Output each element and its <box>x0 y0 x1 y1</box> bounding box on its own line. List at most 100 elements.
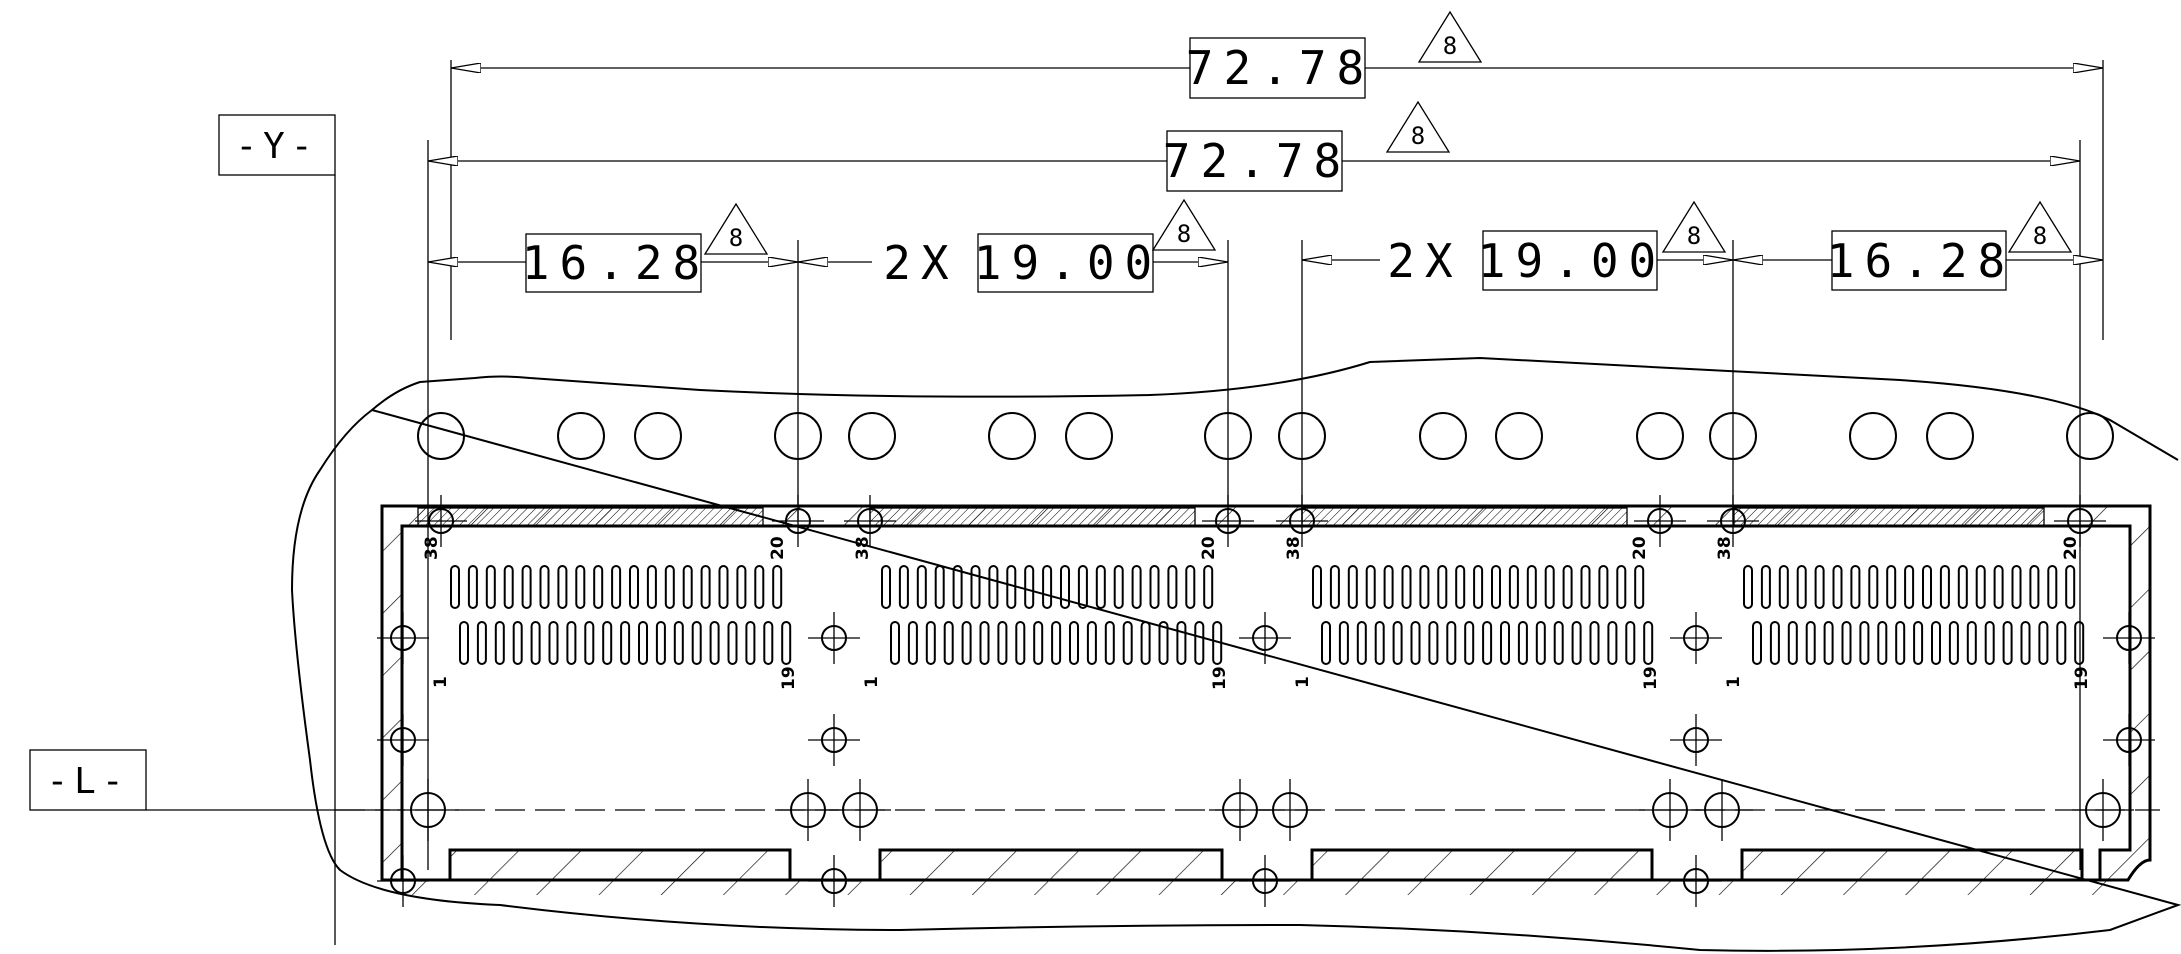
pin-slot <box>1060 565 1070 609</box>
pin-slot <box>1832 565 1843 609</box>
svg-text:8: 8 <box>1687 222 1701 250</box>
pin-slot <box>1113 565 1124 609</box>
pin-slot <box>1392 621 1403 665</box>
pin-slot <box>1428 621 1439 665</box>
pin-slot <box>467 565 478 609</box>
alignment-hole <box>377 714 429 766</box>
dim-value: 72.78 <box>1186 41 1374 95</box>
dim-box <box>1166 130 1343 192</box>
pin-slot <box>1033 621 1044 665</box>
pin-number-label: 38 <box>422 536 442 560</box>
alignment-hole <box>1639 779 1701 841</box>
pin-slot <box>503 565 514 609</box>
pin-number-label: 38 <box>1715 536 1735 560</box>
pin-slot <box>1598 565 1609 609</box>
pin-number-label: 20 <box>1630 536 1650 560</box>
pin-slot <box>557 565 568 609</box>
pin-slot <box>620 621 631 665</box>
pin-slot <box>1338 621 1349 665</box>
pin-slot <box>611 565 622 609</box>
pin-slot <box>1077 565 1088 609</box>
alignment-hole <box>844 495 896 547</box>
pin-slot <box>1491 565 1501 609</box>
pin-slot <box>1149 565 1160 609</box>
pin-slot <box>655 621 666 665</box>
alignment-hole <box>1276 495 1328 547</box>
pin-slot <box>979 621 990 665</box>
pin-slot <box>1904 565 1915 609</box>
pin-slot <box>1571 621 1582 665</box>
pin-slot <box>1069 621 1079 665</box>
housing-section <box>382 506 2150 895</box>
pin-slot <box>1500 621 1510 665</box>
pin-slot <box>1356 621 1367 665</box>
mounting-hole <box>634 412 682 460</box>
pin-slot <box>1329 565 1340 609</box>
dim-value: 16.28 <box>522 236 710 290</box>
pin-slot <box>1877 621 1888 665</box>
latch-bar-3 <box>1301 507 1628 527</box>
pin-slot <box>898 565 909 609</box>
pin-slot <box>1993 565 2004 609</box>
dim-value: 72.78 <box>1163 134 1351 188</box>
pin-slot <box>1122 621 1133 665</box>
mounting-hole <box>1849 412 1897 460</box>
pin-slot <box>890 621 900 665</box>
pin-slot <box>1140 621 1151 665</box>
pin-number-label: 19 <box>1210 666 1230 690</box>
alignment-hole <box>1202 495 1254 547</box>
alignment-hole <box>808 714 860 766</box>
pin-slot <box>961 621 972 665</box>
dim-box <box>977 233 1154 293</box>
pin-slot <box>1625 621 1636 665</box>
alignment-hole <box>415 495 467 547</box>
pin-slot <box>1553 621 1564 665</box>
mounting-hole <box>1278 412 1326 460</box>
pin-number-label: 1 <box>1724 676 1744 688</box>
pin-slot <box>997 621 1008 665</box>
dim-value: 19.00 <box>1478 234 1666 288</box>
flag-note-icon: 8 <box>1661 200 1727 253</box>
pin-slot <box>539 565 550 609</box>
pin-slot <box>1580 565 1591 609</box>
pin-number-label: 20 <box>2061 536 2081 560</box>
pin-slot <box>584 621 595 665</box>
pin-number-label: 19 <box>2072 666 2092 690</box>
pin-slot <box>1086 621 1097 665</box>
pin-slot <box>1966 621 1977 665</box>
alignment-hole <box>1691 779 1753 841</box>
pin-slot <box>1203 565 1214 609</box>
mounting-hole <box>417 412 465 460</box>
pin-slot <box>952 565 963 609</box>
pin-slot <box>1850 565 1861 609</box>
alignment-hole <box>2103 612 2155 664</box>
alignment-hole <box>829 779 891 841</box>
pin-slot <box>1868 565 1879 609</box>
pin-slot <box>934 565 945 609</box>
pin-slot <box>521 565 532 609</box>
pin-slot <box>1024 565 1035 609</box>
pin-slot <box>629 565 639 609</box>
pin-slot <box>1886 565 1897 609</box>
mounting-hole <box>1419 412 1467 460</box>
pin-slot <box>1922 565 1932 609</box>
pin-slot <box>476 621 487 665</box>
pin-slot <box>1446 621 1457 665</box>
datum-l-box <box>29 749 147 811</box>
pin-slot <box>988 565 999 609</box>
pin-slot <box>530 621 541 665</box>
pin-slot <box>1931 621 1941 665</box>
pin-slot <box>1401 565 1412 609</box>
pin-slot <box>673 621 684 665</box>
pin-slot <box>1562 565 1573 609</box>
pin-slot <box>1939 565 1950 609</box>
pin-slot <box>1194 621 1205 665</box>
svg-text:8: 8 <box>1411 122 1425 150</box>
pin-slot <box>1131 565 1142 609</box>
pin-number-label: 20 <box>1199 536 1219 560</box>
small-holes <box>377 495 2155 907</box>
pin-slot <box>2020 621 2031 665</box>
dim-box <box>1189 37 1366 99</box>
